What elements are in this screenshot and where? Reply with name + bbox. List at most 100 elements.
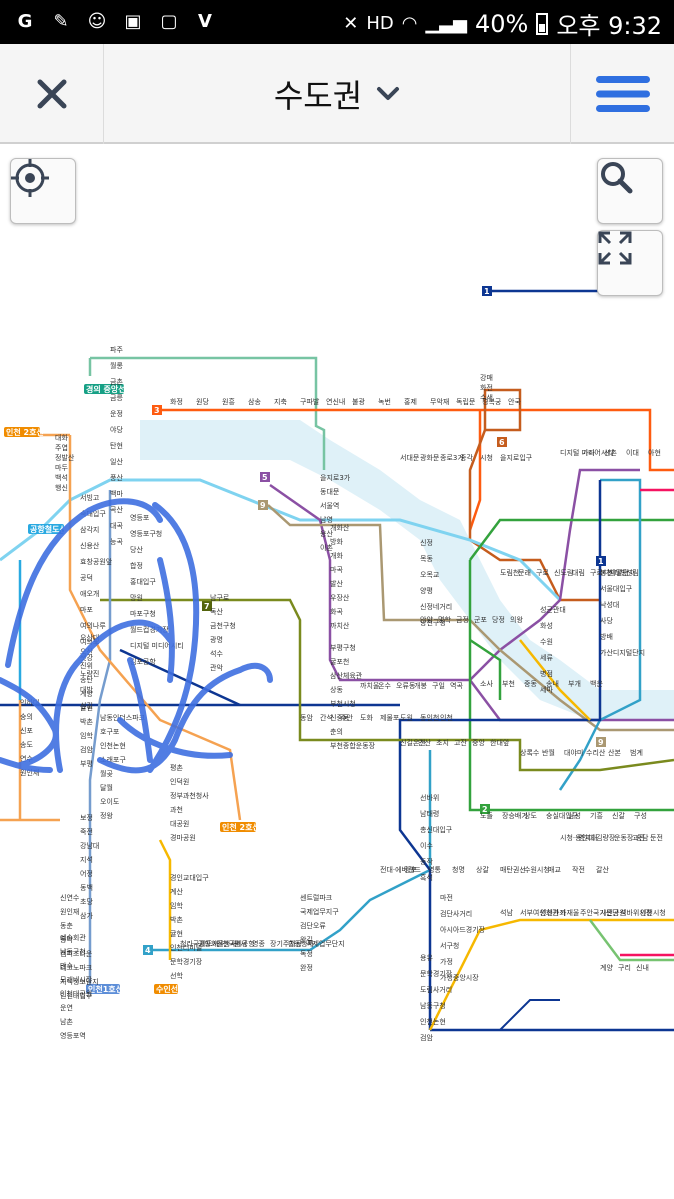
station-label[interactable]: 세마: [540, 685, 553, 694]
station-label[interactable]: 까치울: [360, 681, 380, 690]
subway-map[interactable]: 1 경의 중앙선 3 6 공항철도선: [0, 146, 674, 1199]
station-label[interactable]: 발산: [330, 579, 343, 588]
station-label[interactable]: 평촌: [170, 763, 183, 772]
station-label[interactable]: 개화산: [330, 523, 350, 532]
station-label[interactable]: 명지대: [578, 833, 597, 842]
station-label[interactable]: 소래포구: [100, 755, 126, 764]
station-label[interactable]: 고진: [632, 833, 645, 842]
station-label[interactable]: 풍산: [110, 473, 123, 482]
station-label[interactable]: 송내: [546, 679, 559, 688]
station-label[interactable]: 망원: [130, 593, 143, 602]
station-label[interactable]: 서울역: [320, 501, 339, 510]
station-label[interactable]: 신용산: [80, 541, 100, 550]
station-label[interactable]: 목동: [420, 555, 433, 563]
station-label[interactable]: 남구로: [210, 593, 230, 602]
station-label[interactable]: 독립문: [456, 398, 476, 406]
station-label[interactable]: 신포: [20, 726, 33, 735]
station-label[interactable]: 당정: [492, 615, 505, 624]
station-label[interactable]: 국제업무지구: [300, 907, 339, 916]
station-label[interactable]: 가산디지털단지: [600, 648, 645, 657]
station-label[interactable]: 가정: [440, 957, 453, 966]
locate-button[interactable]: [10, 158, 76, 224]
station-label[interactable]: 문래: [518, 568, 531, 577]
station-label[interactable]: 공덕: [80, 573, 93, 582]
station-label[interactable]: 남태령: [420, 809, 439, 818]
station-label[interactable]: 당산: [130, 545, 143, 554]
station-label[interactable]: 대림: [572, 569, 585, 577]
station-label[interactable]: 서구청: [440, 941, 459, 950]
station-label[interactable]: 양천구청: [420, 618, 446, 627]
station-label[interactable]: 달월: [100, 783, 113, 792]
station-label[interactable]: 구파발: [300, 397, 320, 406]
station-label[interactable]: 지축: [274, 397, 287, 406]
station-label[interactable]: 부천: [502, 679, 515, 688]
station-label[interactable]: 아시아드경기장: [440, 925, 486, 934]
station-label[interactable]: 화곡: [330, 608, 343, 616]
station-label[interactable]: 무악재: [430, 398, 449, 406]
station-label[interactable]: 선바위: [420, 793, 439, 802]
station-label[interactable]: 오류동: [396, 682, 416, 690]
station-label[interactable]: 방화: [330, 537, 343, 546]
station-label[interactable]: 검단사거리: [440, 909, 472, 918]
station-label[interactable]: 서대문: [400, 453, 420, 462]
station-label[interactable]: 상록수: [520, 748, 540, 757]
station-label[interactable]: 인천논현: [100, 741, 126, 750]
station-label[interactable]: 석바위시장: [620, 908, 653, 917]
station-label[interactable]: 마포구청: [130, 609, 156, 618]
station-label[interactable]: 군포: [474, 616, 487, 624]
station-label[interactable]: 광화문: [420, 454, 440, 462]
station-label[interactable]: 을지로3가: [320, 473, 351, 482]
station-label[interactable]: 총신대입구: [420, 825, 453, 834]
station-label[interactable]: 샛강: [80, 653, 93, 662]
station-label[interactable]: 고잔: [454, 738, 467, 747]
station-label[interactable]: 진위: [80, 661, 93, 670]
region-selector[interactable]: 수도권: [104, 44, 570, 144]
station-label[interactable]: 남촌: [60, 1017, 73, 1026]
station-label[interactable]: 영등포: [130, 513, 150, 522]
station-label[interactable]: 대야미: [564, 748, 583, 757]
station-label[interactable]: 오목교: [420, 571, 440, 579]
station-label[interactable]: 합정: [130, 561, 143, 570]
station-label[interactable]: 계양: [80, 689, 93, 698]
station-label[interactable]: 마두: [55, 463, 68, 472]
station-label[interactable]: 노들: [480, 812, 493, 820]
station-label[interactable]: 한대앞: [490, 739, 510, 747]
station-label[interactable]: 신도림: [554, 568, 573, 577]
station-label[interactable]: 동인천: [420, 713, 439, 722]
station-label[interactable]: 마전: [440, 893, 453, 902]
station-label[interactable]: 구성: [634, 811, 647, 820]
station-label[interactable]: 박촌: [80, 717, 93, 726]
station-label[interactable]: 초지: [436, 738, 449, 747]
station-label[interactable]: 문학경기장: [420, 969, 453, 978]
station-label[interactable]: 강남대: [80, 841, 99, 850]
station-label[interactable]: 월롱: [110, 361, 123, 370]
station-label[interactable]: 연수: [20, 755, 33, 763]
station-label[interactable]: 낙성대: [600, 600, 619, 609]
station-label[interactable]: 종로3가: [440, 453, 464, 462]
station-label[interactable]: 원흥: [222, 397, 235, 406]
station-label[interactable]: 마곡: [330, 565, 343, 574]
station-label[interactable]: 임학: [170, 901, 183, 910]
subway-map-canvas[interactable]: 1 경의 중앙선 3 6 공항철도선: [0, 146, 674, 1199]
station-label[interactable]: 갈산: [596, 865, 609, 874]
station-label[interactable]: 영종: [252, 939, 265, 948]
station-label[interactable]: 화성: [540, 621, 553, 630]
station-label[interactable]: 까치산: [330, 621, 350, 630]
station-label[interactable]: 운정: [110, 409, 123, 418]
station-label[interactable]: 흑석: [420, 873, 433, 882]
station-label[interactable]: 중동: [524, 680, 537, 688]
station-label[interactable]: 센트럴파크: [300, 893, 333, 902]
station-label[interactable]: 시청·용인대: [560, 833, 594, 842]
station-label[interactable]: 종각: [460, 454, 473, 462]
station-label[interactable]: 야당: [110, 425, 123, 434]
station-label[interactable]: 상갈: [476, 865, 489, 874]
station-label[interactable]: 세류: [540, 653, 553, 662]
station-label[interactable]: 범계: [630, 748, 643, 757]
station-label[interactable]: 제물포: [380, 714, 400, 722]
station-label[interactable]: 금촌: [110, 377, 123, 386]
station-label[interactable]: 삼각지: [80, 525, 99, 534]
station-label[interactable]: 개화: [330, 551, 343, 560]
station-label[interactable]: 병점: [540, 669, 553, 678]
station-label[interactable]: 왕길: [300, 935, 313, 944]
station-label[interactable]: 홍대입구: [130, 577, 156, 586]
